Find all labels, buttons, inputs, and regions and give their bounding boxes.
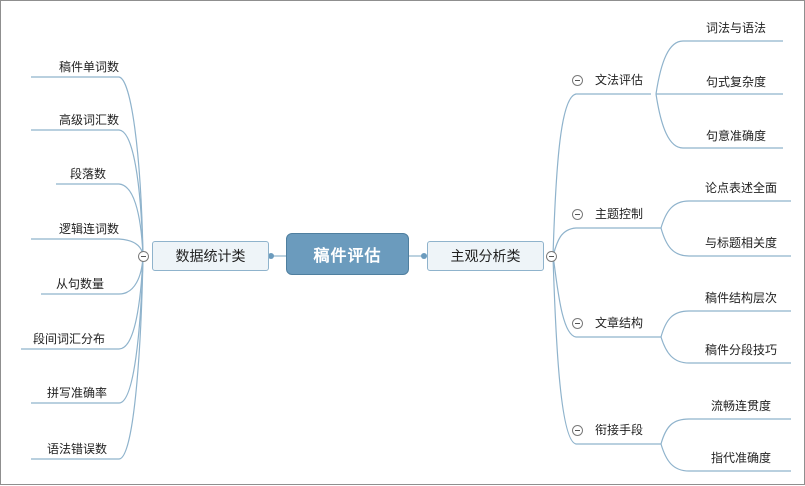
left-leaf-2-label: 高级词汇数 — [58, 113, 119, 127]
left-leaf-6[interactable]: 段间词汇分布 — [21, 331, 105, 347]
edge-right-sub-3 — [552, 255, 661, 338]
edge-left-leaf-8 — [31, 255, 144, 460]
sub-branch-4[interactable]: 衔接手段 — [595, 422, 643, 438]
sub2-collapse-icon[interactable] — [572, 209, 583, 220]
sub4-leaf-2[interactable]: 指代准确度 — [691, 450, 791, 466]
sub-branch-3-label: 文章结构 — [595, 316, 644, 330]
sub-branch-2[interactable]: 主题控制 — [595, 206, 643, 222]
sub2-leaf-1[interactable]: 论点表述全面 — [691, 180, 791, 196]
sub1-leaf-3-label: 句意准确度 — [705, 129, 766, 143]
sub4-leaf-2-label: 指代准确度 — [710, 451, 771, 465]
sub-branch-4-label: 衔接手段 — [595, 423, 644, 437]
edge-sub4-leaf-1 — [660, 418, 791, 445]
sub3-leaf-2-label: 稿件分段技巧 — [704, 343, 777, 357]
right-connector-dot — [421, 253, 427, 259]
left-leaf-5-label: 从句数量 — [55, 277, 104, 291]
edge-sub3-leaf-2 — [660, 336, 791, 364]
left-connector-dot — [268, 253, 274, 259]
sub2-leaf-2[interactable]: 与标题相关度 — [691, 235, 791, 251]
sub-branch-1[interactable]: 文法评估 — [595, 72, 643, 88]
left-leaf-4-label: 逻辑连词数 — [58, 222, 119, 236]
left-leaf-8-label: 语法错误数 — [46, 442, 107, 456]
edge-sub1-leaf-1 — [655, 40, 783, 95]
sub4-leaf-1-label: 流畅连贯度 — [710, 399, 771, 413]
root-label: 稿件评估 — [313, 246, 382, 265]
left-leaf-8[interactable]: 语法错误数 — [31, 441, 107, 457]
sub3-leaf-1[interactable]: 稿件结构层次 — [691, 290, 791, 306]
right-branch-label: 主观分析类 — [450, 249, 521, 265]
sub4-leaf-1[interactable]: 流畅连贯度 — [691, 398, 791, 414]
sub1-collapse-icon[interactable] — [572, 75, 583, 86]
edge-left-leaf-3 — [56, 183, 144, 257]
sub1-leaf-3[interactable]: 句意准确度 — [691, 128, 781, 144]
left-leaf-3[interactable]: 段落数 — [31, 166, 106, 182]
left-branch-collapse-icon[interactable] — [138, 251, 149, 262]
right-branch-collapse-icon[interactable] — [546, 251, 557, 262]
left-branch-node[interactable]: 数据统计类 — [152, 241, 269, 271]
sub-branch-2-label: 主题控制 — [595, 207, 644, 221]
left-leaf-7-label: 拼写准确率 — [46, 386, 107, 400]
left-leaf-4[interactable]: 逻辑连词数 — [31, 221, 119, 237]
left-leaf-2[interactable]: 高级词汇数 — [31, 112, 119, 128]
sub-branch-1-label: 文法评估 — [595, 73, 644, 87]
edge-sub2-leaf-2 — [660, 227, 791, 257]
edge-left-leaf-4 — [31, 238, 144, 257]
edge-right-sub-4 — [552, 255, 661, 445]
sub1-leaf-1-label: 词法与语法 — [705, 21, 766, 35]
left-leaf-1-label: 稿件单词数 — [58, 60, 119, 74]
edge-right-sub-2 — [552, 227, 661, 257]
right-branch-node[interactable]: 主观分析类 — [427, 241, 544, 271]
left-leaf-7[interactable]: 拼写准确率 — [31, 385, 107, 401]
sub1-leaf-1[interactable]: 词法与语法 — [691, 20, 781, 36]
sub2-leaf-2-label: 与标题相关度 — [704, 236, 777, 250]
edge-sub4-leaf-2 — [660, 443, 791, 472]
left-leaf-3-label: 段落数 — [69, 167, 106, 181]
sub3-collapse-icon[interactable] — [572, 318, 583, 329]
edge-sub1-leaf-3 — [655, 93, 783, 149]
edge-right-sub-1 — [552, 93, 651, 257]
root-node[interactable]: 稿件评估 — [286, 233, 409, 275]
left-leaf-5[interactable]: 从句数量 — [31, 276, 104, 292]
edge-left-leaf-2 — [31, 129, 144, 257]
sub1-leaf-2-label: 句式复杂度 — [705, 75, 766, 89]
sub3-leaf-1-label: 稿件结构层次 — [704, 291, 777, 305]
left-branch-label: 数据统计类 — [175, 249, 246, 265]
sub-branch-3[interactable]: 文章结构 — [595, 315, 643, 331]
edge-sub2-leaf-1 — [660, 200, 791, 229]
sub1-leaf-2[interactable]: 句式复杂度 — [691, 74, 781, 90]
sub3-leaf-2[interactable]: 稿件分段技巧 — [691, 342, 791, 358]
left-leaf-1[interactable]: 稿件单词数 — [31, 59, 119, 75]
sub2-leaf-1-label: 论点表述全面 — [704, 181, 777, 195]
left-leaf-6-label: 段间词汇分布 — [32, 332, 105, 346]
edge-sub3-leaf-1 — [660, 310, 791, 338]
sub4-collapse-icon[interactable] — [572, 425, 583, 436]
